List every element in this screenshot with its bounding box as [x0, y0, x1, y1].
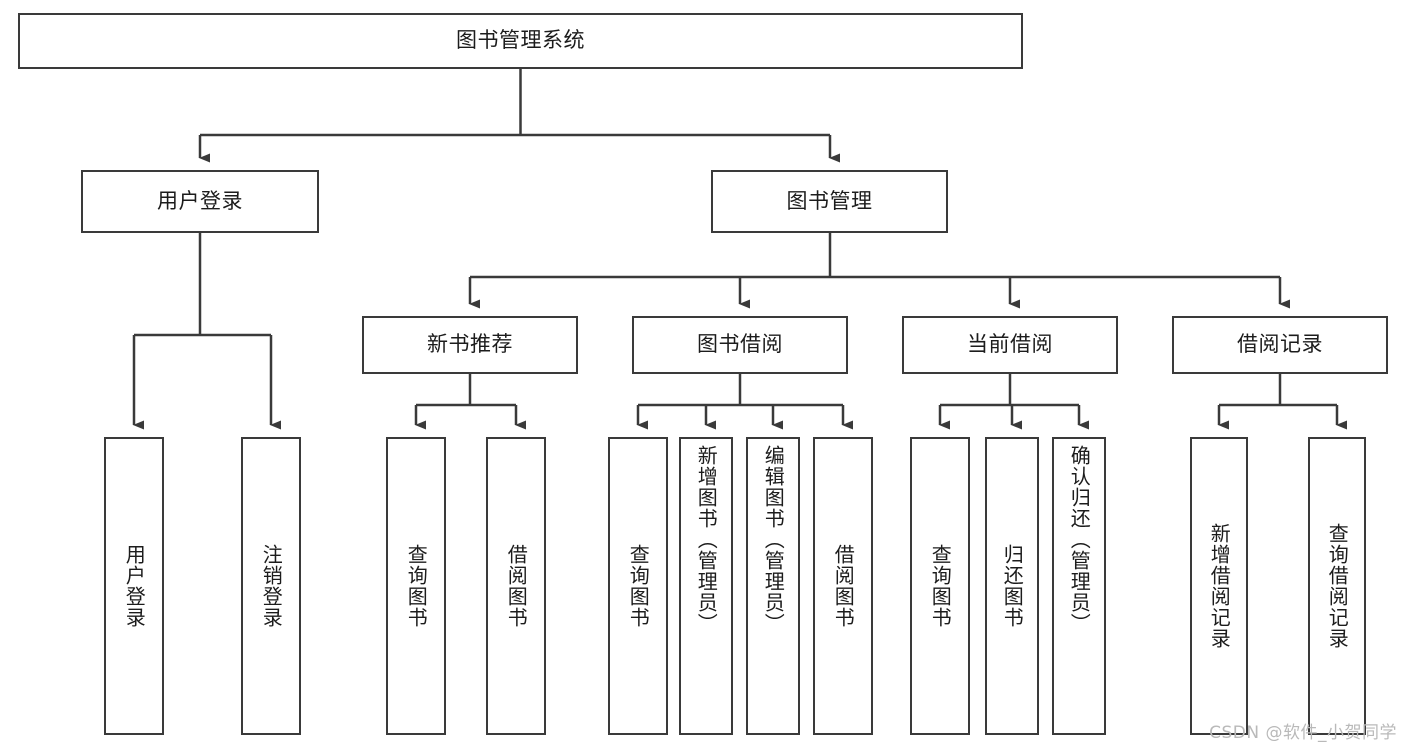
node-book-borrow[interactable]: 图书借阅	[632, 316, 848, 374]
node-borrow-record[interactable]: 借阅记录	[1172, 316, 1388, 374]
leaf-user-login[interactable]: 用户登录	[104, 437, 164, 735]
leaf-query-book-recommend-label: 查询图书	[404, 544, 429, 628]
node-book-management[interactable]: 图书管理	[711, 170, 948, 233]
node-current-borrow[interactable]: 当前借阅	[902, 316, 1118, 374]
leaf-query-book-recommend[interactable]: 查询图书	[386, 437, 446, 735]
leaf-borrow-book-label: 借阅图书	[831, 544, 856, 628]
leaf-add-borrow-record-label: 新增借阅记录	[1207, 523, 1232, 649]
csdn-watermark: CSDN @软件_小贺同学	[1209, 723, 1397, 743]
leaf-logout[interactable]: 注销登录	[241, 437, 301, 735]
node-book-management-label: 图书管理	[786, 188, 873, 213]
node-borrow-record-label: 借阅记录	[1237, 332, 1323, 357]
node-book-borrow-label: 图书借阅	[697, 332, 783, 357]
leaf-add-book-admin[interactable]: 新增图书（管理员）	[679, 437, 733, 735]
leaf-borrow-book-recommend[interactable]: 借阅图书	[486, 437, 546, 735]
leaf-borrow-book-recommend-label: 借阅图书	[504, 544, 529, 628]
node-root-label: 图书管理系统	[456, 28, 585, 53]
leaf-return-book-label: 归还图书	[1000, 544, 1025, 628]
leaf-return-book[interactable]: 归还图书	[985, 437, 1039, 735]
leaf-borrow-book[interactable]: 借阅图书	[813, 437, 873, 735]
leaf-edit-book-admin[interactable]: 编辑图书（管理员）	[746, 437, 800, 735]
node-new-book-recommend-label: 新书推荐	[427, 332, 513, 357]
node-root[interactable]: 图书管理系统	[18, 13, 1023, 69]
node-new-book-recommend[interactable]: 新书推荐	[362, 316, 578, 374]
leaf-confirm-return-admin[interactable]: 确认归还（管理员）	[1052, 437, 1106, 735]
leaf-query-borrow-record-label: 查询借阅记录	[1325, 523, 1350, 649]
node-user-login-label: 用户登录	[157, 188, 243, 213]
leaf-confirm-return-admin-label: 确认归还（管理员）	[1067, 445, 1092, 634]
leaf-add-book-admin-label: 新增图书（管理员）	[694, 445, 719, 634]
leaf-edit-book-admin-label: 编辑图书（管理员）	[761, 445, 786, 634]
node-current-borrow-label: 当前借阅	[967, 332, 1053, 357]
leaf-query-borrow-record[interactable]: 查询借阅记录	[1308, 437, 1366, 735]
node-user-login[interactable]: 用户登录	[81, 170, 319, 233]
leaf-add-borrow-record[interactable]: 新增借阅记录	[1190, 437, 1248, 735]
leaf-query-book-current-label: 查询图书	[928, 544, 953, 628]
leaf-logout-label: 注销登录	[259, 544, 284, 628]
leaf-query-book-borrow[interactable]: 查询图书	[608, 437, 668, 735]
leaf-query-book-current[interactable]: 查询图书	[910, 437, 970, 735]
leaf-query-book-borrow-label: 查询图书	[626, 544, 651, 628]
leaf-user-login-label: 用户登录	[122, 544, 147, 628]
